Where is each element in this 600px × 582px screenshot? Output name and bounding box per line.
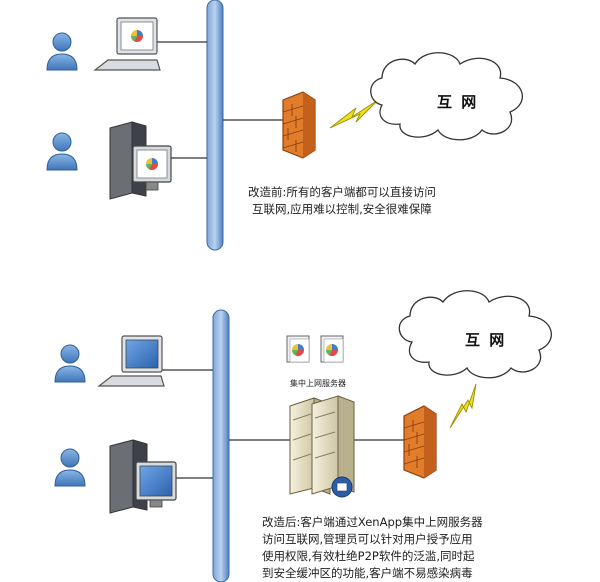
cloud-icon (370, 52, 523, 141)
caption-line: 使用权限,有效杜绝P2P软件的泛滥,同时起 (262, 549, 475, 563)
caption-line: 改造后:客户端通过XenApp集中上网服务器 (262, 515, 483, 529)
server-title: 集中上网服务器 (290, 379, 346, 388)
caption-line: 互联网,应用难以控制,安全很难保障 (252, 202, 432, 216)
cloud-label-top: 互 网 (437, 93, 478, 111)
app-icon (286, 335, 310, 363)
desktop-icon (109, 121, 172, 200)
caption-after: 改造后:客户端通过XenApp集中上网服务器 访问互联网,管理员可以针对用户授予… (262, 514, 483, 582)
laptop-icon (97, 335, 165, 387)
user-icon (54, 448, 86, 487)
caption-before: 改造前:所有的客户端都可以直接访问 互联网,应用难以控制,安全很难保障 (248, 184, 436, 218)
user-icon (54, 344, 86, 383)
lightning-icon (449, 383, 477, 429)
cloud-label-bottom: 互 网 (465, 331, 506, 349)
network-bus-bottom (212, 309, 230, 582)
laptop-icon (93, 17, 161, 71)
cloud-icon (398, 290, 552, 379)
firewall-icon (282, 91, 316, 159)
server-icon (289, 395, 355, 498)
lightning-icon (329, 99, 379, 129)
caption-line: 改造前:所有的客户端都可以直接访问 (248, 185, 436, 199)
user-icon (46, 132, 78, 171)
caption-line: 到安全缓冲区的功能,客户端不易感染病毒 (262, 566, 473, 580)
firewall-icon (403, 405, 437, 479)
user-icon (46, 32, 78, 71)
app-icon (320, 335, 344, 363)
network-bus-top (206, 0, 224, 251)
caption-line: 访问互联网,管理员可以针对用户授予应用 (262, 532, 473, 546)
desktop-icon (109, 439, 177, 514)
